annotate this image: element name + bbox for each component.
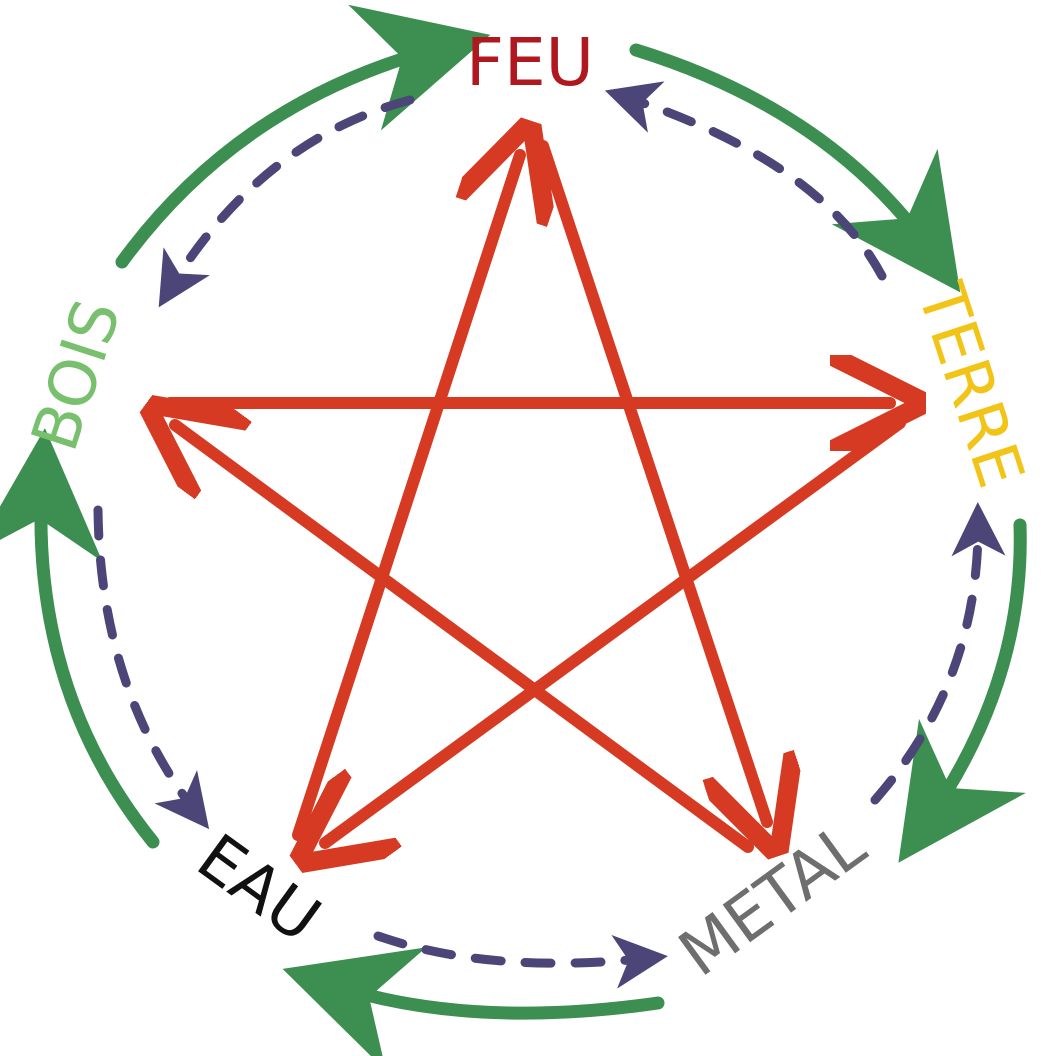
generating-arrow-water-wood bbox=[0, 428, 160, 849]
controlling-cycle bbox=[170, 146, 900, 847]
controlling-arrow-fire-metal bbox=[537, 140, 767, 822]
insulting-arrow-metal-earth bbox=[870, 502, 1006, 805]
insulting-arrow-water-metal bbox=[373, 931, 668, 989]
label-wood: BOIS bbox=[18, 291, 136, 459]
insulting-cycle bbox=[93, 81, 1006, 989]
label-earth: TERRE bbox=[902, 274, 1037, 496]
generating-cycle bbox=[0, 4, 1027, 1056]
controlling-arrow-earth-water bbox=[325, 417, 906, 843]
controlling-arrow-metal-wood bbox=[175, 425, 754, 853]
label-fire: FEU bbox=[466, 24, 594, 101]
insulting-arrow-fire-wood bbox=[158, 95, 415, 308]
controlling-arrow-water-fire bbox=[292, 155, 520, 841]
insulting-arrow-wood-water bbox=[93, 505, 210, 830]
generating-arrow-metal-water bbox=[282, 947, 665, 1056]
generating-arrow-fire-earth bbox=[629, 43, 961, 293]
insulting-arrow-earth-fire bbox=[604, 81, 887, 281]
label-metal: METAL bbox=[666, 808, 879, 991]
label-water: EAU bbox=[184, 821, 334, 958]
generating-arrow-wood-fire bbox=[115, 4, 491, 269]
generating-arrow-earth-metal bbox=[898, 518, 1027, 863]
